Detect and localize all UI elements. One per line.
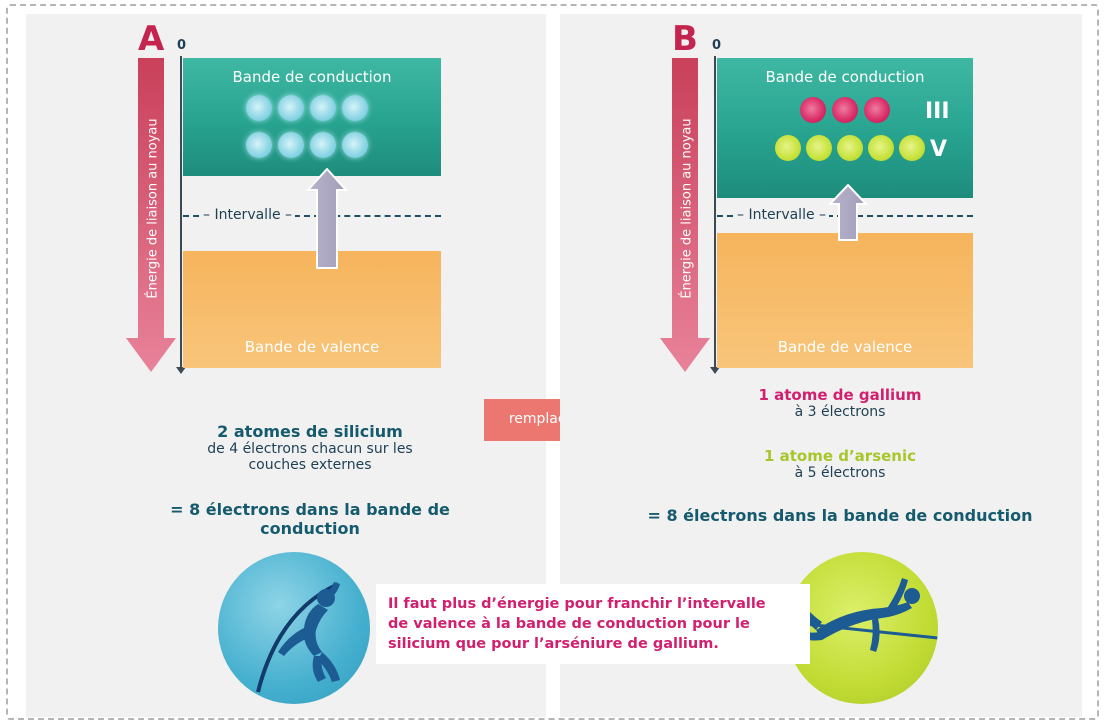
- panel-b-axis: [714, 56, 716, 368]
- silicon-electron: [310, 95, 336, 121]
- panel-a-gap-text: Intervalle: [214, 207, 281, 223]
- panel-b-result-text: = 8 électrons dans la bande de conductio…: [647, 506, 1033, 525]
- panel-b-valence-label: Bande de valence: [777, 338, 913, 356]
- note-line-1: Il faut plus d’énergie pour franchir l’i…: [388, 596, 766, 612]
- panel-a-result-2: conduction: [260, 519, 360, 538]
- panel-a-result: = 8 électrons dans la bande de conductio…: [150, 500, 470, 538]
- group-iii-label: III: [925, 99, 950, 124]
- gallium-title: 1 atome de gallium: [758, 386, 922, 404]
- energy-arrow-down-icon: [126, 58, 176, 372]
- panel-b-result: = 8 électrons dans la bande de conductio…: [640, 506, 1040, 525]
- panel-b-letter: B: [672, 19, 698, 59]
- silicon-electron: [342, 95, 368, 121]
- pole-vaulter-icon: [218, 552, 370, 704]
- energy-arrow-down-icon: [660, 58, 710, 372]
- silicon-electron: [342, 132, 368, 158]
- dashed-frame: [6, 4, 1099, 720]
- panel-a-description: 2 atomes de silicium de 4 électrons chac…: [160, 422, 460, 473]
- panel-b-arsenic: 1 atome d’arsenic à 5 électrons: [690, 447, 990, 481]
- silicon-electron: [246, 132, 272, 158]
- silicon-electron: [310, 132, 336, 158]
- panel-b-valence-band: Bande de valence: [717, 233, 973, 368]
- panel-a-axis-label: Énergie de liaison au noyau: [145, 118, 161, 299]
- panel-a-conduction-band: Bande de conduction: [183, 58, 441, 176]
- silicon-electron: [246, 95, 272, 121]
- panel-b-gallium: 1 atome de gallium à 3 électrons: [690, 386, 990, 420]
- high-jumper-icon: [786, 552, 938, 704]
- arsenic-electron: [899, 135, 925, 161]
- arsenic-title: 1 atome d’arsenic: [763, 447, 917, 465]
- conclusion-note: Il faut plus d’énergie pour franchir l’i…: [376, 584, 810, 664]
- panel-a-conduction-label: Bande de conduction: [232, 68, 392, 86]
- panel-a-valence-band: Bande de valence: [183, 251, 441, 368]
- arsenic-electron: [806, 135, 832, 161]
- panel-a-valence-label: Bande de valence: [244, 338, 380, 356]
- gallium-electron: [864, 97, 890, 123]
- silicon-electron: [278, 132, 304, 158]
- arsenic-sub: à 5 électrons: [794, 465, 886, 481]
- note-line-3: silicium que pour l’arséniure de gallium…: [388, 636, 719, 652]
- panel-a-subtitle-2: couches externes: [248, 457, 372, 473]
- panel-b-gap-label: – Intervalle –: [734, 207, 830, 223]
- silicon-electron: [278, 95, 304, 121]
- gallium-electron: [800, 97, 826, 123]
- arsenic-electron: [837, 135, 863, 161]
- panel-b-zero: 0: [712, 38, 722, 53]
- panel-a-gap-line: [183, 215, 441, 217]
- panel-a-axis-tick: [176, 367, 186, 374]
- panel-a-subtitle-1: de 4 électrons chacun sur les: [207, 441, 413, 457]
- panel-a-gap-label: – Intervalle –: [200, 207, 296, 223]
- arsenic-electron: [775, 135, 801, 161]
- panel-b-axis-tick: [710, 367, 720, 374]
- panel-a-letter: A: [138, 19, 165, 59]
- gallium-sub: à 3 électrons: [794, 404, 886, 420]
- group-v-label: V: [930, 137, 948, 162]
- note-line-2: de valence à la bande de conduction pour…: [388, 616, 750, 632]
- panel-a-zero: 0: [177, 38, 187, 53]
- panel-b-gap-text: Intervalle: [748, 207, 815, 223]
- panel-a-title: 2 atomes de silicium: [217, 422, 403, 441]
- panel-a-result-1: = 8 électrons dans la bande de: [170, 500, 450, 519]
- panel-b-axis-label: Énergie de liaison au noyau: [679, 118, 695, 299]
- transition-arrow-up-icon: [828, 184, 868, 241]
- panel-b-conduction-label: Bande de conduction: [765, 68, 925, 86]
- arsenic-electron: [868, 135, 894, 161]
- panel-b-conduction-band: Bande de conduction: [717, 58, 973, 198]
- gallium-electron: [832, 97, 858, 123]
- transition-arrow-up-icon: [306, 168, 348, 269]
- panel-a-axis: [180, 56, 182, 368]
